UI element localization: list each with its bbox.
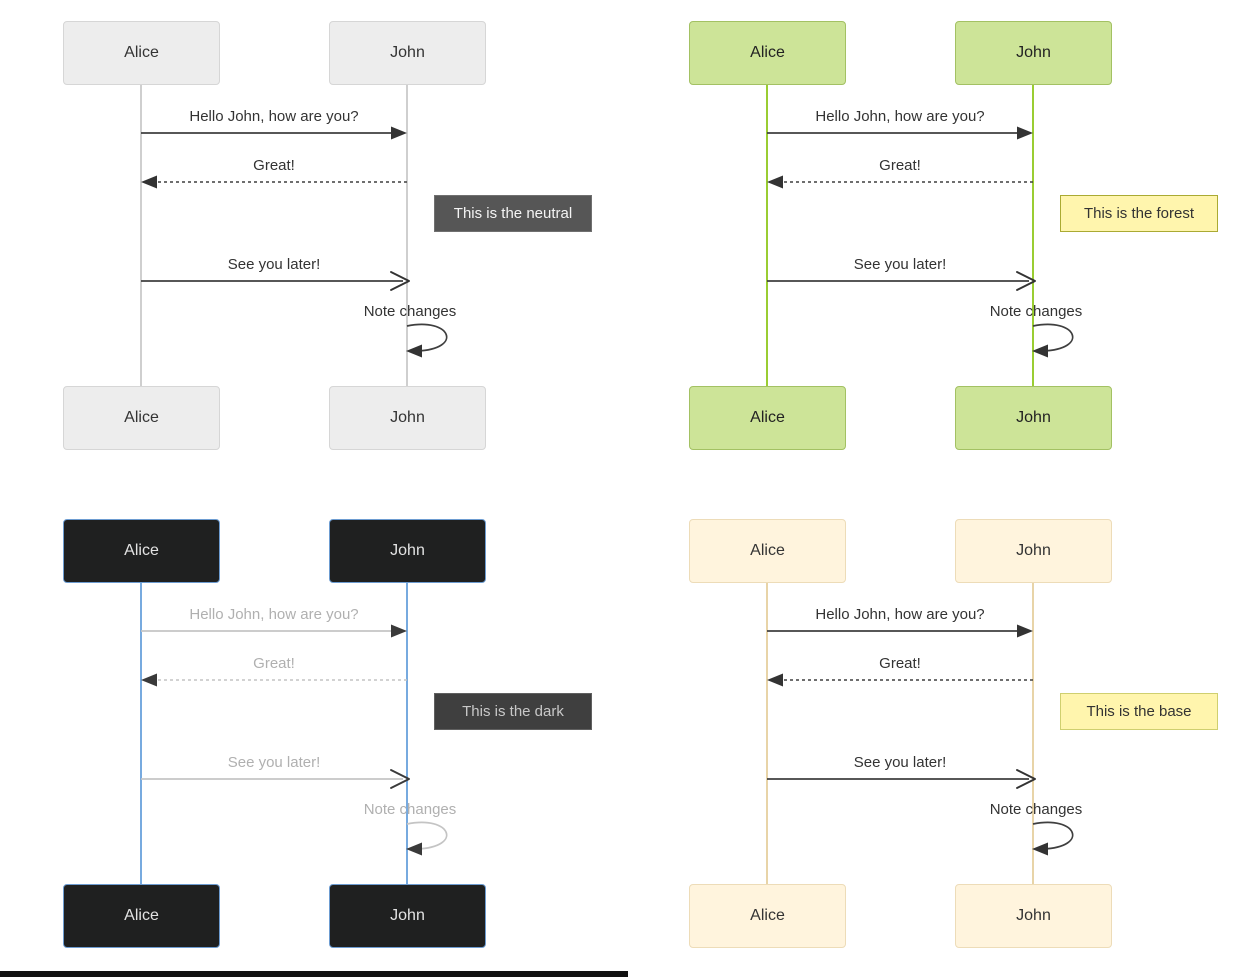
diagram-wires xyxy=(140,85,448,387)
actor-alice-top: Alice xyxy=(63,21,220,85)
message-label: Hello John, how are you? xyxy=(815,108,985,125)
arrowhead-open-icon xyxy=(390,769,410,789)
actor-john-bottom: John xyxy=(329,884,486,948)
message-label: Great! xyxy=(879,157,921,174)
sequence-diagram-neutral: Alice John Alice John Hello John, how ar… xyxy=(0,0,627,460)
message-label: See you later! xyxy=(227,256,321,273)
self-loop-curve xyxy=(406,821,448,850)
arrowhead-open-icon xyxy=(390,271,410,291)
arrowhead-loop-icon xyxy=(1032,842,1048,856)
arrowhead-open-icon xyxy=(1016,769,1036,789)
message-label: Great! xyxy=(253,655,295,672)
diagram-wires xyxy=(766,85,1074,387)
note-box: This is the neutral xyxy=(434,195,592,232)
actor-john-top: John xyxy=(955,519,1112,583)
message-label: Hello John, how are you? xyxy=(815,606,985,623)
actor-john-top: John xyxy=(329,519,486,583)
actor-john-top: John xyxy=(329,21,486,85)
arrowhead-left-icon xyxy=(767,673,783,687)
message-label: Hello John, how are you? xyxy=(189,108,359,125)
arrowhead-loop-icon xyxy=(406,344,422,358)
self-loop-curve xyxy=(1032,323,1074,352)
arrowhead-right-icon xyxy=(1017,126,1033,140)
arrowhead-loop-icon xyxy=(1032,344,1048,358)
arrowhead-left-icon xyxy=(141,175,157,189)
self-message-label: Note changes xyxy=(989,303,1083,320)
self-message-label: Note changes xyxy=(989,801,1083,818)
actor-alice-top: Alice xyxy=(689,21,846,85)
diagram-wires xyxy=(766,583,1074,885)
arrowhead-loop-icon xyxy=(406,842,422,856)
sequence-diagram-dark: Alice John Alice John Hello John, how ar… xyxy=(0,498,627,958)
arrowhead-open-icon xyxy=(1016,271,1036,291)
bottom-edge-bar xyxy=(0,971,628,977)
sequence-diagram-base: Alice John Alice John Hello John, how ar… xyxy=(626,498,1253,958)
arrowhead-right-icon xyxy=(391,126,407,140)
self-loop-curve xyxy=(406,323,448,352)
self-loop-curve xyxy=(1032,821,1074,850)
arrowhead-right-icon xyxy=(1017,624,1033,638)
actor-john-bottom: John xyxy=(329,386,486,450)
self-message-label: Note changes xyxy=(363,303,457,320)
message-label: See you later! xyxy=(853,256,947,273)
arrowhead-right-icon xyxy=(391,624,407,638)
message-label: See you later! xyxy=(227,754,321,771)
note-box: This is the dark xyxy=(434,693,592,730)
note-box: This is the base xyxy=(1060,693,1218,730)
actor-john-top: John xyxy=(955,21,1112,85)
arrowhead-left-icon xyxy=(767,175,783,189)
actor-alice-bottom: Alice xyxy=(689,884,846,948)
sequence-diagram-forest: Alice John Alice John Hello John, how ar… xyxy=(626,0,1253,460)
message-label: Great! xyxy=(879,655,921,672)
message-label: Hello John, how are you? xyxy=(189,606,359,623)
actor-alice-top: Alice xyxy=(689,519,846,583)
actor-alice-top: Alice xyxy=(63,519,220,583)
arrowhead-left-icon xyxy=(141,673,157,687)
actor-john-bottom: John xyxy=(955,386,1112,450)
actor-john-bottom: John xyxy=(955,884,1112,948)
note-box: This is the forest xyxy=(1060,195,1218,232)
message-label: Great! xyxy=(253,157,295,174)
diagram-wires xyxy=(140,583,448,885)
actor-alice-bottom: Alice xyxy=(63,386,220,450)
self-message-label: Note changes xyxy=(363,801,457,818)
message-label: See you later! xyxy=(853,754,947,771)
actor-alice-bottom: Alice xyxy=(689,386,846,450)
actor-alice-bottom: Alice xyxy=(63,884,220,948)
